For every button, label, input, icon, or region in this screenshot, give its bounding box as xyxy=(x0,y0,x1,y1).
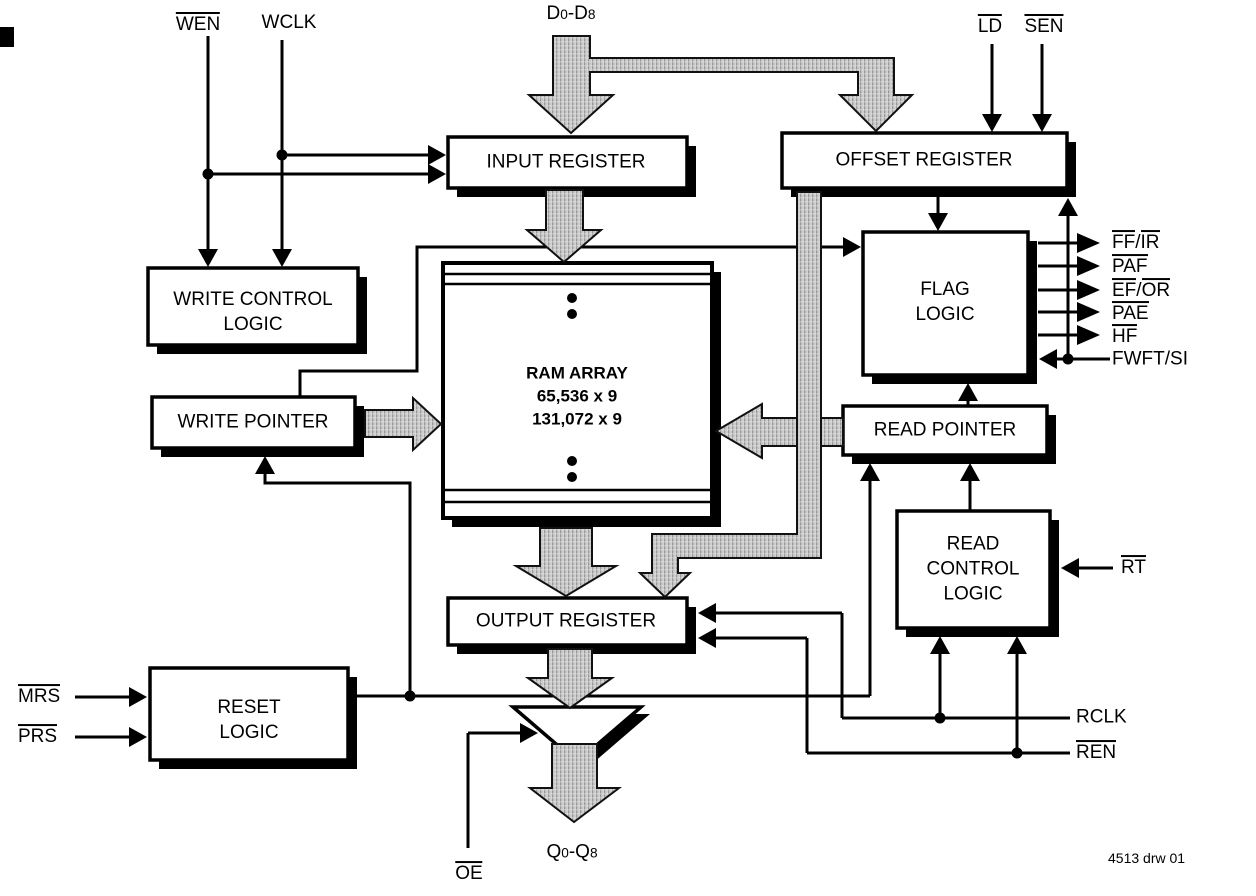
write-control-logic-box xyxy=(146,266,367,354)
offset-bus-elbow-arrow xyxy=(637,191,822,599)
write-pointer-to-ram-arrow xyxy=(364,395,443,453)
prs-label: PRS xyxy=(18,724,58,748)
ram-array-box xyxy=(441,261,721,527)
data-out-bus-label: Q0-Q8 xyxy=(546,841,598,863)
flag-logic-label: FLAG LOGIC xyxy=(915,279,975,325)
data-in-bus-arrow xyxy=(526,35,915,135)
offset-register-box xyxy=(780,131,1076,197)
hf-label: HF xyxy=(1112,324,1138,348)
boxes-layer xyxy=(146,131,1076,769)
reset-logic-box xyxy=(148,666,357,769)
drawing-number: 4513 drw 01 xyxy=(1108,850,1186,866)
write-pointer-box xyxy=(150,395,364,457)
ellipsis-dot xyxy=(567,456,577,466)
pae-label: PAE xyxy=(1112,301,1149,325)
write-control-logic-label: WRITE CONTROL LOGIC xyxy=(173,289,333,335)
offset-register-label: OFFSET REGISTER xyxy=(835,149,1013,171)
gray-bus-arrows xyxy=(364,35,915,824)
rclk-label: RCLK xyxy=(1076,706,1127,728)
fwft-si-label: FWFT/SI xyxy=(1112,348,1188,370)
sen-label: SEN xyxy=(1024,14,1064,37)
wclk-label: WCLK xyxy=(261,12,317,33)
output-to-buffer-arrow xyxy=(524,648,616,710)
read-pointer-box xyxy=(841,404,1056,464)
output-register-label: OUTPUT REGISTER xyxy=(475,610,657,632)
read-pointer-label: READ POINTER xyxy=(873,419,1017,441)
oe-label: OE xyxy=(455,861,483,885)
page-edge-mark xyxy=(0,27,14,47)
output-buffer-triangle xyxy=(508,705,650,769)
data-in-bus-label: D0-D8 xyxy=(546,3,596,24)
mrs-label: MRS xyxy=(18,684,61,708)
read-pointer-to-ram-arrow xyxy=(714,402,844,460)
ellipsis-dot xyxy=(567,472,577,482)
input-register-label: INPUT REGISTER xyxy=(486,151,646,173)
ram-to-output-arrow xyxy=(512,527,620,598)
buffer-to-q-arrow xyxy=(527,743,622,824)
wires-layer xyxy=(75,36,1113,848)
ld-label: LD xyxy=(977,14,1003,37)
reset-logic-label: RESET LOGIC xyxy=(217,697,281,743)
ram-array-label: RAM ARRAY 65,536 x 9 131,072 x 9 xyxy=(526,363,628,429)
read-control-logic-label: READ CONTROL LOGIC xyxy=(926,533,1020,605)
write-pointer-label: WRITE POINTER xyxy=(177,411,329,433)
input-to-ram-arrow xyxy=(524,189,604,264)
ren-label: REN xyxy=(1076,740,1117,764)
ellipsis-dot xyxy=(567,293,577,303)
ellipsis-dot xyxy=(567,309,577,319)
ff-ir-label: FF/IR xyxy=(1112,230,1160,254)
arrowheads-layer xyxy=(129,114,1100,747)
output-register-box xyxy=(446,596,696,654)
rt-label: RT xyxy=(1121,555,1146,579)
flag-logic-box xyxy=(861,230,1037,384)
ef-or-label: EF/OR xyxy=(1112,278,1171,302)
wen-label: WEN xyxy=(175,12,221,35)
junction-dots xyxy=(202,149,1074,759)
paf-label: PAF xyxy=(1112,254,1148,278)
read-control-logic-box xyxy=(895,509,1059,637)
input-register-box xyxy=(446,135,696,197)
